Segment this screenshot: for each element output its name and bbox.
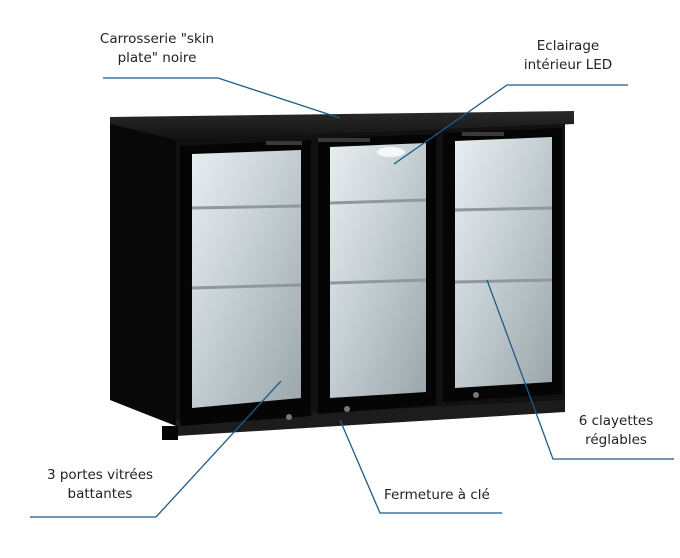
label-shelves-line1: 6 clayettes	[578, 413, 654, 429]
label-doors-line2: battantes	[67, 486, 133, 502]
cabinet-left-side	[110, 124, 176, 426]
door-handle	[462, 132, 504, 136]
label-body-line1: Carrosserie "skin	[99, 31, 215, 47]
door-right	[443, 128, 562, 402]
label-lighting-line1: Eclairage	[536, 38, 600, 54]
label-body-line2: plate" noire	[117, 50, 197, 66]
label-lighting-line2: intérieur LED	[523, 57, 613, 73]
leader-lock	[339, 419, 502, 514]
door-middle	[318, 134, 436, 414]
foot-left	[162, 426, 178, 440]
shelf	[454, 206, 553, 212]
shelf	[329, 198, 427, 205]
label-lock: Fermeture à clé	[384, 486, 504, 505]
cabinet-plinth	[176, 400, 565, 436]
shelf	[454, 278, 553, 284]
lock-icon	[344, 406, 350, 412]
door-handle	[318, 138, 370, 142]
label-body: Carrosserie "skin plate" noire	[92, 30, 222, 68]
shelf	[191, 283, 302, 290]
leader-doors	[30, 380, 282, 518]
leader-light	[393, 84, 628, 165]
lock-icon	[473, 392, 479, 398]
leader-lines	[30, 77, 674, 518]
label-doors-line1: 3 portes vitrées	[46, 467, 154, 483]
lock-icon	[286, 414, 292, 420]
door-left	[180, 140, 311, 426]
label-lighting: Eclairage intérieur LED	[510, 37, 626, 75]
leader-shelves	[486, 279, 674, 460]
door-handle	[266, 141, 302, 145]
label-shelves-line2: réglables	[585, 432, 647, 448]
label-doors: 3 portes vitrées battantes	[30, 466, 170, 504]
shelf	[329, 278, 427, 285]
bar-fridge	[110, 111, 574, 440]
label-lock-line1: Fermeture à clé	[384, 487, 490, 503]
shelf	[191, 204, 302, 210]
label-shelves: 6 clayettes réglables	[558, 412, 674, 450]
leader-body	[103, 77, 341, 119]
led-light-icon	[377, 147, 405, 157]
